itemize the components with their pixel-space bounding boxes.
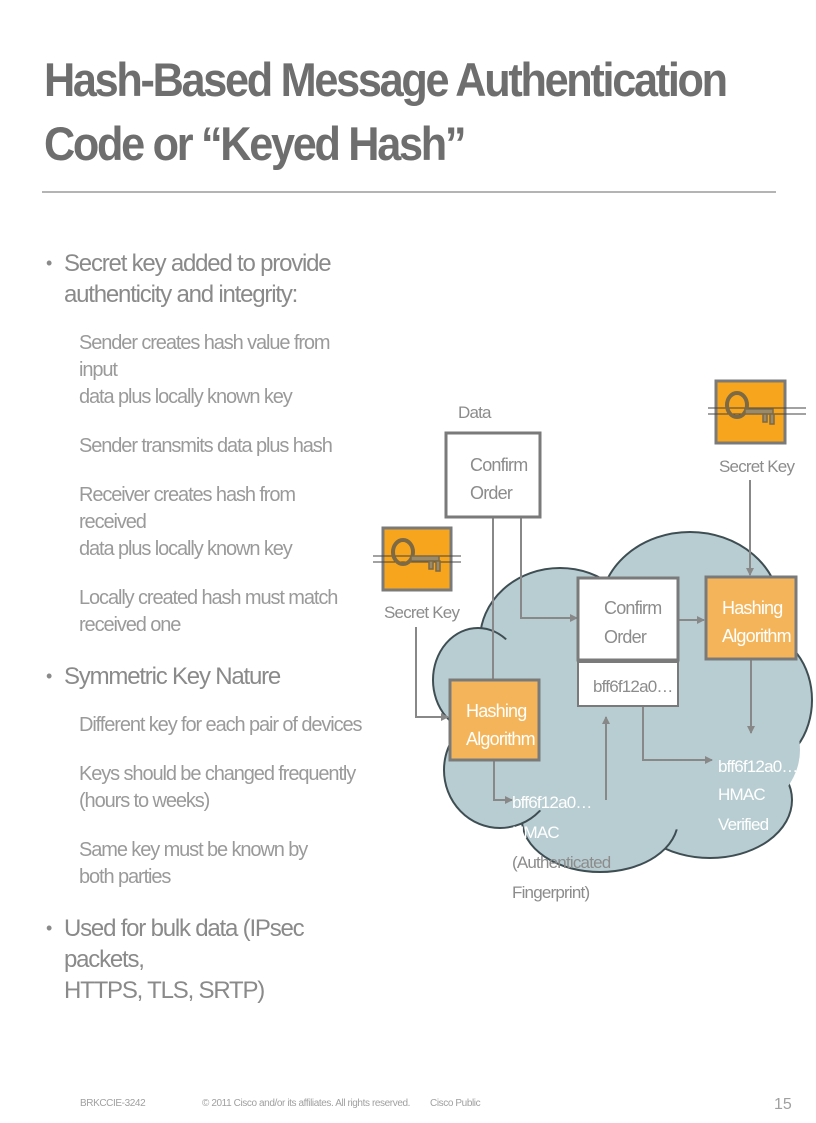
confirm-order-box <box>576 576 680 662</box>
data-box-line-1: Confirm <box>470 455 527 475</box>
sub-bullet-line-1: Sender transmits data plus hash <box>79 435 333 457</box>
title-divider <box>42 191 776 193</box>
sub-bullet-receiver-creates: Receiver creates hash from received data… <box>79 482 366 563</box>
verified-label: Verified <box>718 815 769 834</box>
footer-session-id: BRKCCIE-3242 <box>80 1098 146 1109</box>
sub-bullet-sender-creates: Sender creates hash value from input dat… <box>79 330 366 411</box>
sub-bullet-sender-transmits: Sender transmits data plus hash <box>79 433 366 460</box>
bullet-text-line-1: Used for bulk data (IPsec packets, <box>64 915 305 973</box>
hashing-right-line-2: Algorithm <box>722 626 791 646</box>
arrow-secretkey-to-hashing <box>415 627 449 721</box>
fingerprint-label: Fingerprint) <box>512 883 589 902</box>
authenticated-label: (Authenticated <box>512 853 611 872</box>
secret-key-left-label: Secret Key <box>384 603 460 622</box>
hashing-left-line-1: Hashing <box>466 701 526 721</box>
sub-bullet-same-key: Same key must be known by both parties <box>79 837 366 891</box>
sub-bullet-hash-match: Locally created hash must match received… <box>79 585 366 639</box>
sub-bullet-line-2: received one <box>79 614 181 636</box>
hmac-hash-right: bff6f12a0… <box>718 757 798 776</box>
sub-bullet-line-2: data plus locally known key <box>79 538 293 560</box>
sub-bullet-keys-changed: Keys should be changed frequently (hours… <box>79 761 366 815</box>
bullet-text-line-1: Secret key added to provide <box>64 250 332 277</box>
bullet-list: • Secret key added to provide authentici… <box>46 248 366 1026</box>
bullet-text-line-1: Symmetric Key Nature <box>64 663 281 690</box>
page-number: 15 <box>774 1096 792 1113</box>
bullet-text-line-2: authenticity and integrity: <box>64 281 298 308</box>
data-box-line-2: Order <box>470 483 513 503</box>
hashing-algorithm-left <box>448 678 541 762</box>
sub-bullet-line-2: both parties <box>79 866 171 888</box>
sub-bullet-line-1: Keys should be changed frequently <box>79 763 356 785</box>
bullet-dot: • <box>46 253 52 273</box>
sub-bullet-line-1: Same key must be known by <box>79 839 308 861</box>
sub-bullet-line-1: Sender creates hash value from input <box>79 332 331 381</box>
slide-title-line-1: Hash-Based Message Authentication <box>44 53 728 106</box>
flow-lines <box>415 480 755 804</box>
sub-bullet-line-1: Locally created hash must match <box>79 587 338 609</box>
hash-value-box-text: bff6f12a0… <box>593 677 673 696</box>
secret-key-right-label: Secret Key <box>719 457 795 476</box>
confirm-order-line-2: Order <box>604 627 647 647</box>
sub-bullet-line-2: (hours to weeks) <box>79 790 210 812</box>
arrow-hashing-left-to-hash <box>493 760 513 804</box>
slide-title-line-2: Code or “Keyed Hash” <box>44 117 466 170</box>
bullet-secret-key: • Secret key added to provide authentici… <box>46 248 366 310</box>
sub-bullet-line-1: Receiver creates hash from received <box>79 484 296 533</box>
data-box <box>444 431 542 519</box>
secret-key-right <box>708 379 806 445</box>
bullet-symmetric-key: • Symmetric Key Nature <box>46 661 366 692</box>
slide-title: Hash-Based Message Authentication Code o… <box>44 48 728 176</box>
hashing-right-line-1: Hashing <box>722 598 782 618</box>
hashing-left-line-2: Algorithm <box>466 729 535 749</box>
sub-bullet-line-1: Different key for each pair of devices <box>79 714 363 736</box>
arrow-hash-to-verified <box>642 706 713 764</box>
bullet-dot: • <box>46 918 52 938</box>
data-label: Data <box>458 403 492 422</box>
secret-key-left <box>373 526 461 592</box>
footer-classification: Cisco Public <box>430 1098 481 1109</box>
hash-value-box <box>577 661 679 707</box>
key-icon <box>391 538 441 572</box>
bullet-bulk-data: • Used for bulk data (IPsec packets, HTT… <box>46 913 366 1006</box>
hmac-hash-left: bff6f12a0… <box>512 793 592 812</box>
sub-bullet-different-key: Different key for each pair of devices <box>79 712 366 739</box>
key-icon <box>725 391 775 425</box>
hashing-algorithm-right <box>704 575 798 661</box>
hmac-label-left: HMAC <box>512 823 559 842</box>
arrow-data-to-confirm <box>520 517 578 622</box>
confirm-order-line-1: Confirm <box>604 598 661 618</box>
sub-bullet-line-2: data plus locally known key <box>79 386 293 408</box>
hmac-label-right: HMAC <box>718 785 765 804</box>
bullet-text-line-2: HTTPS, TLS, SRTP) <box>64 977 265 1004</box>
footer-copyright: © 2011 Cisco and/or its affiliates. All … <box>202 1098 411 1109</box>
bullet-dot: • <box>46 666 52 686</box>
